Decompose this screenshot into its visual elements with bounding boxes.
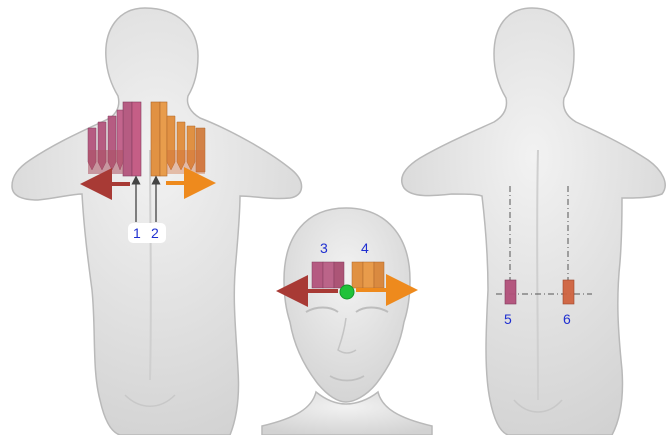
tape-5 xyxy=(505,280,516,304)
left-back-figure: 1 2 xyxy=(12,8,302,435)
label-5: 5 xyxy=(504,311,512,327)
label-6: 6 xyxy=(563,311,571,327)
tape-6 xyxy=(563,280,574,304)
label-4: 4 xyxy=(361,240,369,256)
left-figure-silhouette xyxy=(12,8,302,435)
tape-4 xyxy=(352,262,384,288)
label-1: 1 xyxy=(133,225,141,241)
label-3: 3 xyxy=(320,240,328,256)
face-figure: 3 4 xyxy=(262,208,432,435)
right-back-figure: 5 6 xyxy=(402,8,665,435)
tape-3 xyxy=(312,262,344,288)
face-silhouette xyxy=(284,208,410,402)
label-2: 2 xyxy=(151,225,159,241)
right-figure-silhouette xyxy=(402,8,665,435)
anchor-point-green-dot xyxy=(340,285,354,299)
